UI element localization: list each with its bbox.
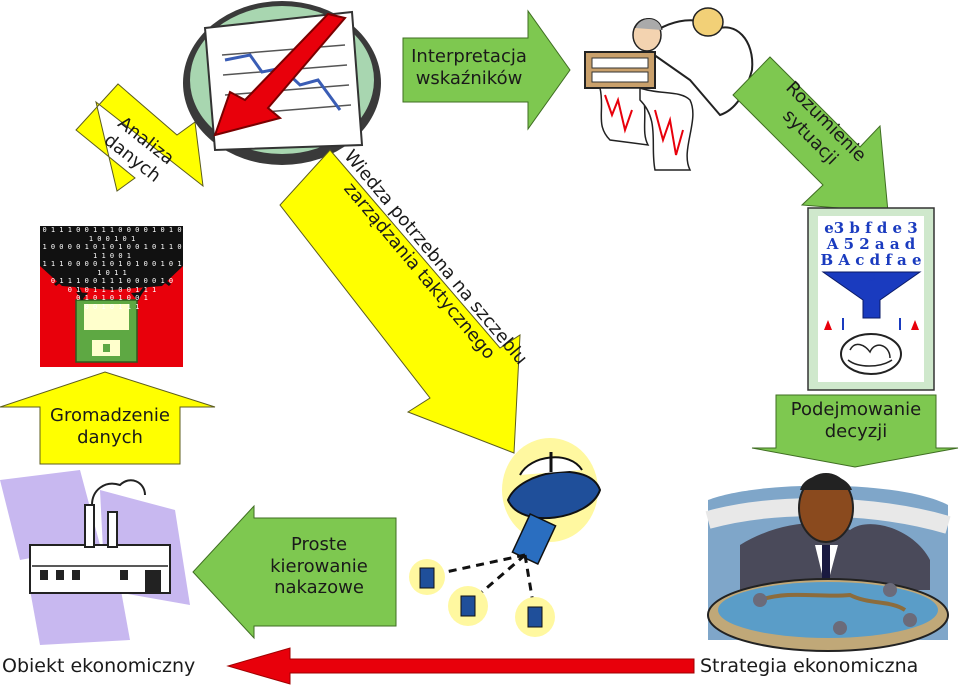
- binary-text-block: 0 1 1 1 0 0 1 1 1 0 0 0 0 1 0 1 0 1 0 0 …: [42, 226, 182, 311]
- funnel-brain-icon: [807, 207, 935, 391]
- data-floppy-icon: [40, 226, 183, 367]
- falling-chart-icon: [183, 1, 381, 165]
- funnel-characters: e3 b f d e 3 A 5 2 a a d B A c d f a e c: [820, 219, 922, 285]
- binary-line: 0 0 1 0 1 1 1: [84, 302, 140, 311]
- scientists-icon: [584, 7, 754, 171]
- proste-arrow: [192, 504, 397, 640]
- proste-label: Proste kierowanie nakazowe: [270, 534, 368, 599]
- binary-line: 1 1 1 0 0 0 0 1 0 1 0 1 0 0 1 0 1 1 0 1 …: [42, 260, 182, 277]
- interpretacja-arrow: [402, 9, 571, 131]
- strategy-to-object-arrow: [226, 647, 695, 685]
- binary-line: 0 1 1 1 0 0 1 1 1 0 0 0 0 1 0: [50, 277, 174, 285]
- binary-line: 0 1 0 1 0 1 0 0 1: [76, 294, 148, 302]
- wiedza-arrow: [279, 149, 521, 454]
- analiza-arrow: [75, 83, 204, 192]
- obiekt-label: Obiekt ekonomiczny: [2, 655, 196, 677]
- gromadzenie-arrow: [0, 371, 216, 465]
- binary-line: 0 1 0 1 1 1 0 0 1 1 1: [67, 285, 157, 294]
- strategia-label: Strategia ekonomiczna: [700, 655, 919, 677]
- podejmowanie-label: Podejmowanie decyzji: [790, 399, 922, 442]
- interpretacja-label: Interpretacja wskaźników: [411, 46, 527, 89]
- gromadzenie-label: Gromadzenie danych: [50, 405, 170, 448]
- binary-line: 0 1 1 1 0 0 1 1 1 0 0 0 0 1 0 1 0 1 0 0 …: [42, 226, 182, 243]
- podejmowanie-arrow: [751, 394, 959, 468]
- binary-line: 1 0 0 0 0 1 0 1 0 1 0 0 1 0 1 1 0 1 1 0 …: [42, 243, 182, 260]
- businessman-icon: [705, 473, 951, 652]
- factory-icon: [0, 470, 190, 645]
- ship-crew-icon: [409, 438, 602, 637]
